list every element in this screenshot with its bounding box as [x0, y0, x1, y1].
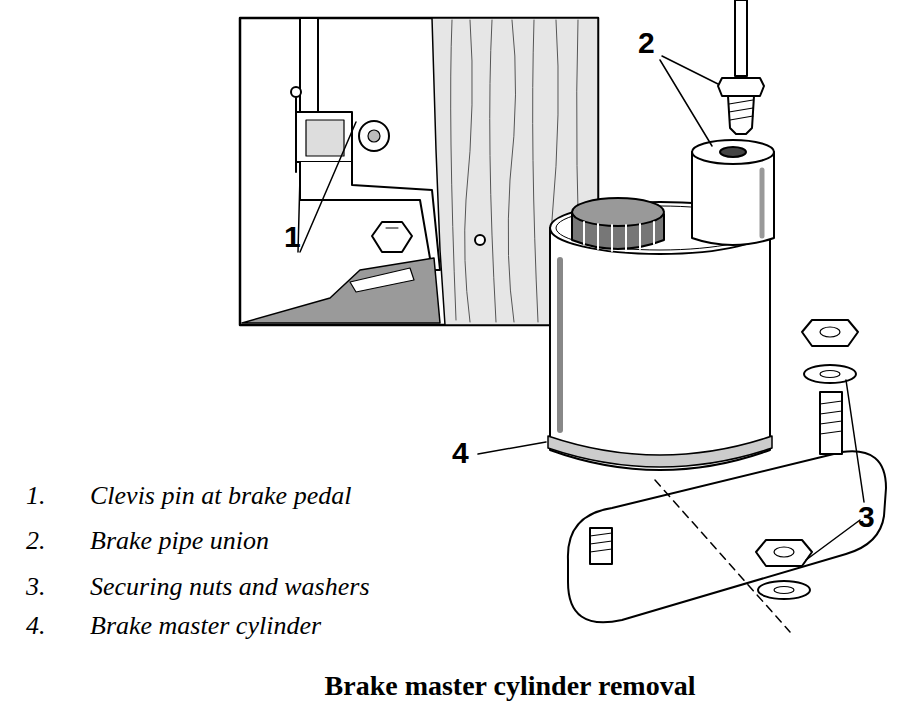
callout-number: 2	[638, 26, 655, 61]
legend-number: 2.	[26, 526, 46, 556]
figure-caption: Brake master cylinder removal	[325, 670, 696, 702]
part-name: Clevis pin at brake pedal	[90, 481, 351, 511]
part-name: Brake master cylinder	[90, 611, 321, 641]
legend-number: 4.	[26, 611, 46, 641]
part-name: Securing nuts and washers	[90, 572, 370, 602]
legend-number: 1.	[26, 481, 46, 511]
callout-number: 3	[858, 500, 875, 535]
part-name: Brake pipe union	[90, 526, 269, 556]
legend-number: 3.	[26, 572, 46, 602]
callout-number: 4	[452, 436, 469, 471]
callout-number: 1	[284, 220, 301, 255]
